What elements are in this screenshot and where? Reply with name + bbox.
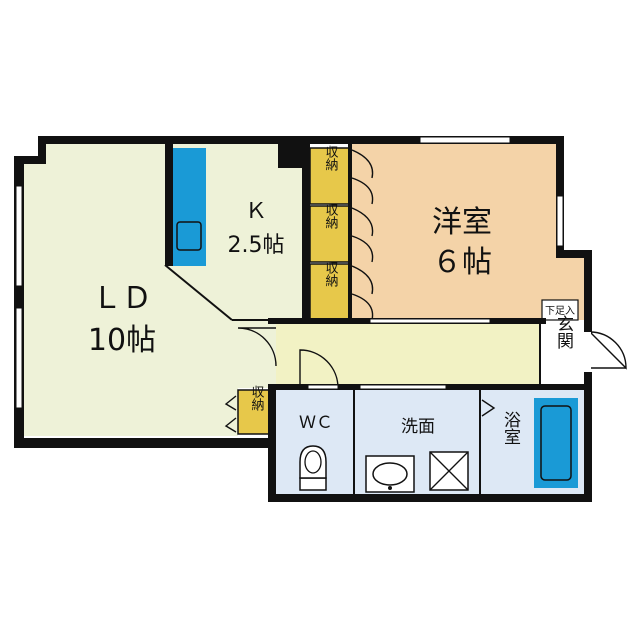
- closet-3-label: 収納: [323, 261, 339, 288]
- windows: [15, 136, 591, 409]
- washroom-label: 洗面: [401, 417, 435, 437]
- ld-room-name: ＬＤ: [92, 281, 152, 316]
- wash-basin: [365, 455, 415, 493]
- western-room-name: 洋室: [432, 205, 492, 240]
- closet-1-label: 収納: [323, 145, 339, 172]
- western-floor: [350, 140, 562, 320]
- bath-label: 浴室: [500, 411, 521, 445]
- kitchen-room-size: 2.5帖: [228, 233, 285, 258]
- western-room-size: ６帖: [432, 245, 492, 280]
- entrance-floor: [540, 320, 586, 388]
- shoe-cabinet: [541, 299, 579, 321]
- ld-closet-label: 収納: [249, 385, 265, 412]
- ld-closet-door-icons: [224, 395, 237, 433]
- washing-machine-space: [429, 451, 469, 491]
- kitchen-room-name: Ｋ: [245, 199, 267, 224]
- ld-room-size: 10帖: [88, 323, 156, 358]
- shoe-shelf-label: 下足入: [545, 305, 575, 317]
- closet-door-arcs: [351, 149, 374, 321]
- hall-floor: [276, 320, 540, 388]
- toilet: [299, 445, 327, 491]
- ld-floor: [24, 140, 276, 436]
- wc-label: ＷＣ: [299, 413, 333, 433]
- closet-3: [309, 263, 351, 321]
- closet-2-label: 収納: [323, 203, 339, 230]
- bathtub-inner: [540, 405, 572, 481]
- kitchen-sink: [176, 221, 202, 251]
- entrance-label: 玄関: [553, 315, 573, 349]
